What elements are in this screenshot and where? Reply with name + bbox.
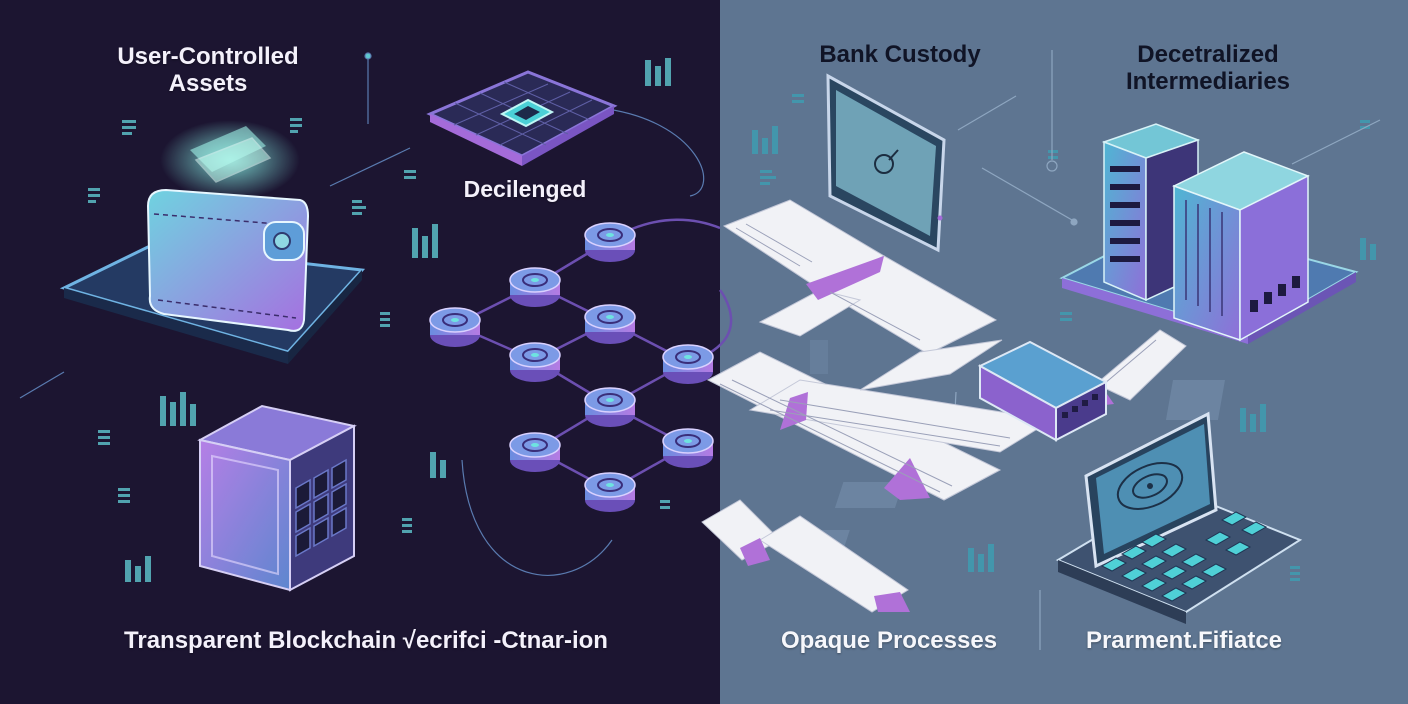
label-decentralized-network: Decilenged [463,176,587,202]
label-opaque-processes: Opaque Processes [780,627,998,654]
wallet-icon [59,120,366,364]
right-data-ticks [752,94,1376,581]
tablet-icon [826,73,946,253]
left-data-ticks [88,58,671,582]
left-connector-lines [19,52,705,576]
node-network-icon [429,218,733,513]
laptop-icon [1055,411,1303,624]
label-bank-custody: Bank Custody [819,41,981,68]
switch-box-icon [977,340,1109,442]
label-payment-finance: Prarment.Fifiatce [1085,627,1283,654]
vault-safe-icon [197,404,357,592]
label-transparent-verification: Transparent Blockchain √ecrifci -Ctnar-i… [124,627,608,654]
server-buildings-icon [1059,123,1359,344]
ledger-paper-icon [701,199,1187,613]
chip-grid-icon [426,70,618,166]
